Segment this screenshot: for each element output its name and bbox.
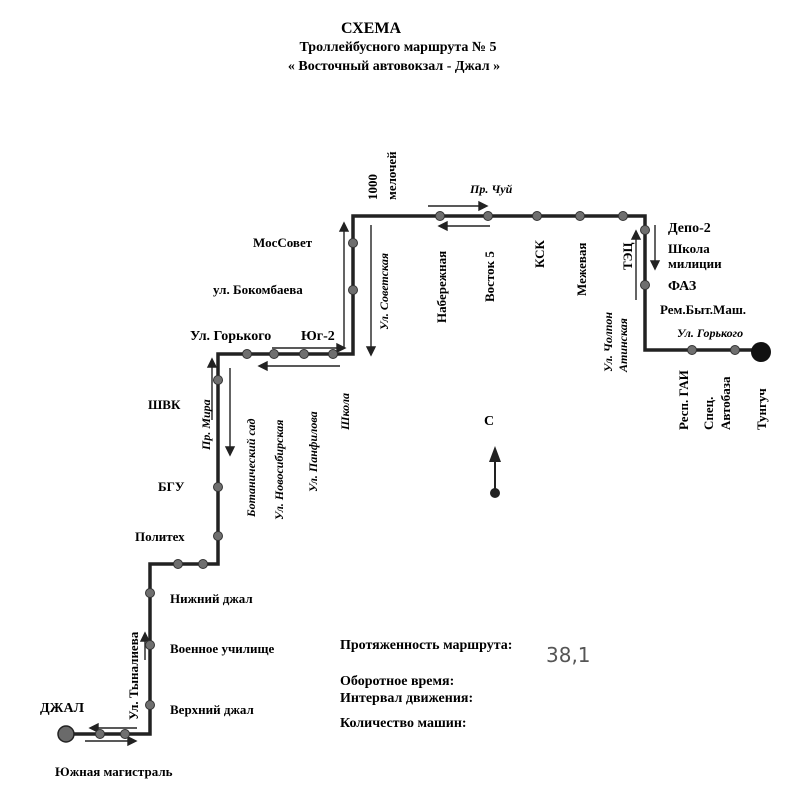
label-mossovet: МосСовет	[253, 235, 313, 250]
label-naberezhnaya: Набережная	[434, 251, 449, 323]
label-mezhevaya: Межевая	[574, 243, 589, 296]
arrow-sovetskaya-down	[365, 225, 377, 357]
label-tynalieva: Ул. Тыналиева	[126, 631, 141, 720]
label-1000: 1000	[365, 174, 380, 200]
stop-depo2	[640, 225, 650, 235]
label-shkola-militsii-1: Школа	[668, 241, 710, 256]
label-depo2: Депо-2	[668, 221, 711, 236]
label-politekh: Политех	[135, 529, 185, 544]
label-ul-gorkogo-w: Ул. Горького	[190, 329, 271, 344]
label-cholpon-1: Ул. Чолпон	[601, 312, 615, 372]
arrow-south-2	[88, 722, 137, 734]
stop-nizhniy-dzhal	[145, 588, 155, 598]
stop-yuzhnaya-2	[120, 729, 130, 739]
stop-vostok5	[483, 211, 493, 221]
arrow-depo-down	[649, 225, 661, 271]
stop-shvk	[213, 375, 223, 385]
label-bgu: БГУ	[158, 479, 185, 494]
arrow-sovetskaya-up	[338, 221, 350, 348]
stop-yuzhnaya-1	[95, 729, 105, 739]
label-spets-2: Автобаза	[718, 376, 733, 430]
label-spets-1: Спец.	[701, 397, 716, 430]
label-shkola-militsii-2: милиции	[668, 256, 722, 271]
stop-naberezhnaya	[435, 211, 445, 221]
arrow-chuy-west	[437, 220, 490, 232]
stop-resp-gai	[687, 345, 697, 355]
arrow-pr-mira-down	[224, 368, 236, 457]
north-arrow-icon	[489, 446, 501, 498]
label-resp-gai: Респ. ГАИ	[676, 370, 691, 430]
label-cholpon-2: Атинская	[616, 318, 630, 373]
route-name: « Восточный автовокзал - Джал »	[288, 59, 500, 74]
label-bokombaeva: ул. Бокомбаева	[213, 282, 303, 297]
stop-spets-avtobaza	[730, 345, 740, 355]
stop-nizhniy-dzhal-2	[173, 559, 183, 569]
stop-botsad	[269, 349, 279, 359]
label-panfilova: Ул. Панфилова	[306, 411, 320, 492]
info-turnaround-label: Оборотное время:	[340, 674, 454, 689]
label-faz: ФАЗ	[668, 279, 696, 294]
info-interval-label: Интервал движения:	[340, 691, 473, 706]
arrow-yug2-east	[272, 342, 347, 354]
stop-mezhevaya	[575, 211, 585, 221]
label-yuzhnaya: Южная магистраль	[55, 764, 173, 779]
stop-voennoe-uchilishe	[145, 640, 155, 650]
stop-ul-gorkogo-w	[242, 349, 252, 359]
label-shkola: Школа	[338, 393, 352, 431]
arrow-tets-up	[630, 229, 642, 300]
stop-faz	[640, 280, 650, 290]
label-tets: ТЭЦ	[620, 242, 635, 270]
stop-tets	[618, 211, 628, 221]
stop-ksk	[532, 211, 542, 221]
stop-shkola	[328, 349, 338, 359]
terminal-dzhal	[57, 725, 75, 743]
label-voennoe: Военное училище	[170, 641, 275, 656]
stop-novosibirskaya	[299, 349, 309, 359]
stop-bokombaeva	[348, 285, 358, 295]
label-nizhniy-dzhal: Нижний джал	[170, 591, 253, 606]
label-dzhal: ДЖАЛ	[40, 701, 85, 716]
compass-label: С	[484, 414, 494, 429]
label-botsad: Ботанический сад	[244, 418, 258, 518]
label-ul-gorkogo-e: Ул. Горького	[677, 326, 743, 340]
arrow-yug2-west	[257, 360, 340, 372]
arrow-chuy-east	[428, 200, 489, 212]
label-rembytmash: Рем.Быт.Маш.	[660, 302, 746, 317]
label-pr-chuy: Пр. Чуй	[469, 182, 513, 196]
scheme-subtitle: Троллейбусного маршрута № 5	[300, 40, 497, 55]
label-yug2: Юг-2	[301, 329, 335, 344]
scheme-title: СХЕМА	[341, 20, 401, 37]
info-length-value: 38,1	[546, 643, 591, 667]
label-verkhniy-dzhal: Верхний джал	[170, 702, 254, 717]
stop-bgu	[213, 482, 223, 492]
label-vostok5: Восток 5	[482, 251, 497, 302]
stop-verkhniy-dzhal	[145, 700, 155, 710]
route-line	[70, 214, 760, 736]
label-sovetskaya: Ул. Советская	[377, 253, 391, 330]
arrow-south-1	[85, 735, 138, 747]
info-length-label: Протяженность маршрута:	[340, 638, 512, 653]
direction-arrows	[85, 200, 661, 747]
stop-politekh-1	[198, 559, 208, 569]
label-tunguch: Тунгуч	[754, 388, 769, 430]
stops	[95, 211, 740, 739]
label-ksk: КСК	[532, 240, 547, 268]
stop-mossovet	[348, 238, 358, 248]
label-shvk: ШВК	[148, 397, 181, 412]
stop-politekh-2	[213, 531, 223, 541]
label-novosibirskaya: Ул. Новосибирская	[272, 420, 286, 520]
arrow-pr-mira-up	[206, 357, 218, 420]
label-pr-mira: Пр. Мира	[199, 399, 213, 451]
arrow-tynalieva	[139, 631, 151, 660]
terminal-tunguch	[751, 342, 771, 362]
info-vehicles-label: Количество машин:	[340, 716, 467, 731]
label-melochey: мелочей	[384, 151, 399, 200]
